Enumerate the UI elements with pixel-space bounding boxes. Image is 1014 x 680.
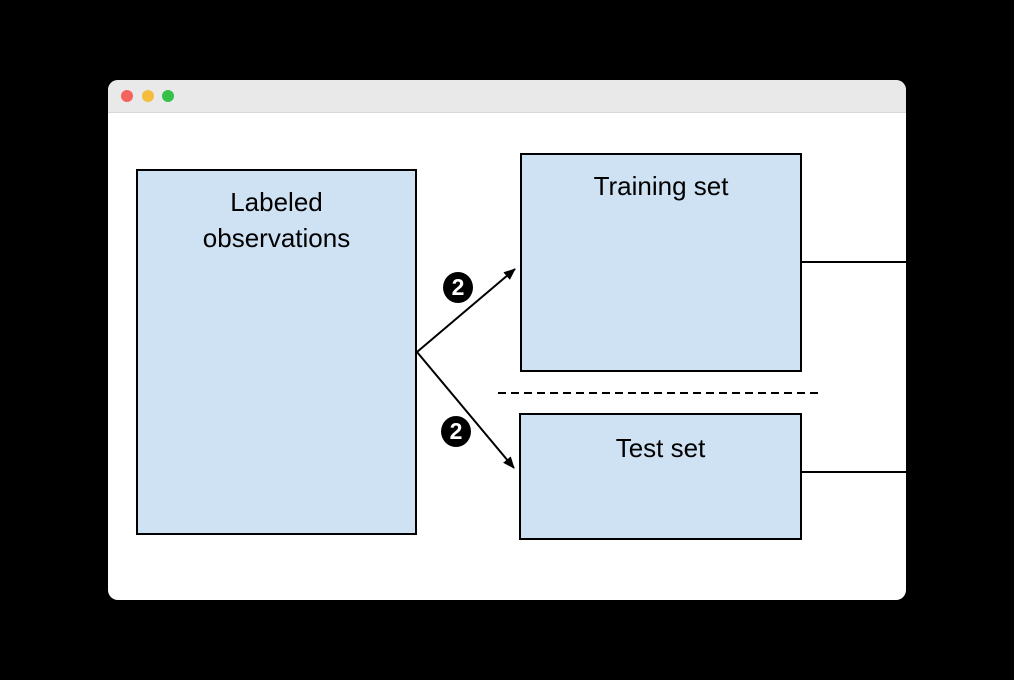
node-test-set: Test set — [519, 413, 802, 540]
step-badge-training: 2 — [443, 272, 473, 303]
step-badge-training-label: 2 — [451, 274, 465, 300]
step-badge-test-label: 2 — [449, 418, 463, 444]
close-button[interactable] — [121, 90, 133, 102]
edge-arrow-to-test-set — [416, 351, 515, 469]
minimize-button[interactable] — [141, 90, 154, 102]
node-test-set-label: Test set — [615, 433, 706, 463]
step-badge-test: 2 — [441, 416, 471, 447]
node-labeled-observations-label: Labeled observations — [202, 187, 351, 253]
node-training-set-label: Training set — [593, 171, 729, 201]
app-window: Labeled observations Training set Test s… — [108, 80, 906, 600]
diagram-canvas: Labeled observations Training set Test s… — [108, 114, 906, 600]
node-labeled-observations: Labeled observations — [136, 169, 417, 535]
zoom-button[interactable] — [162, 90, 174, 102]
window-titlebar[interactable] — [108, 80, 906, 113]
node-training-set: Training set — [520, 153, 802, 372]
